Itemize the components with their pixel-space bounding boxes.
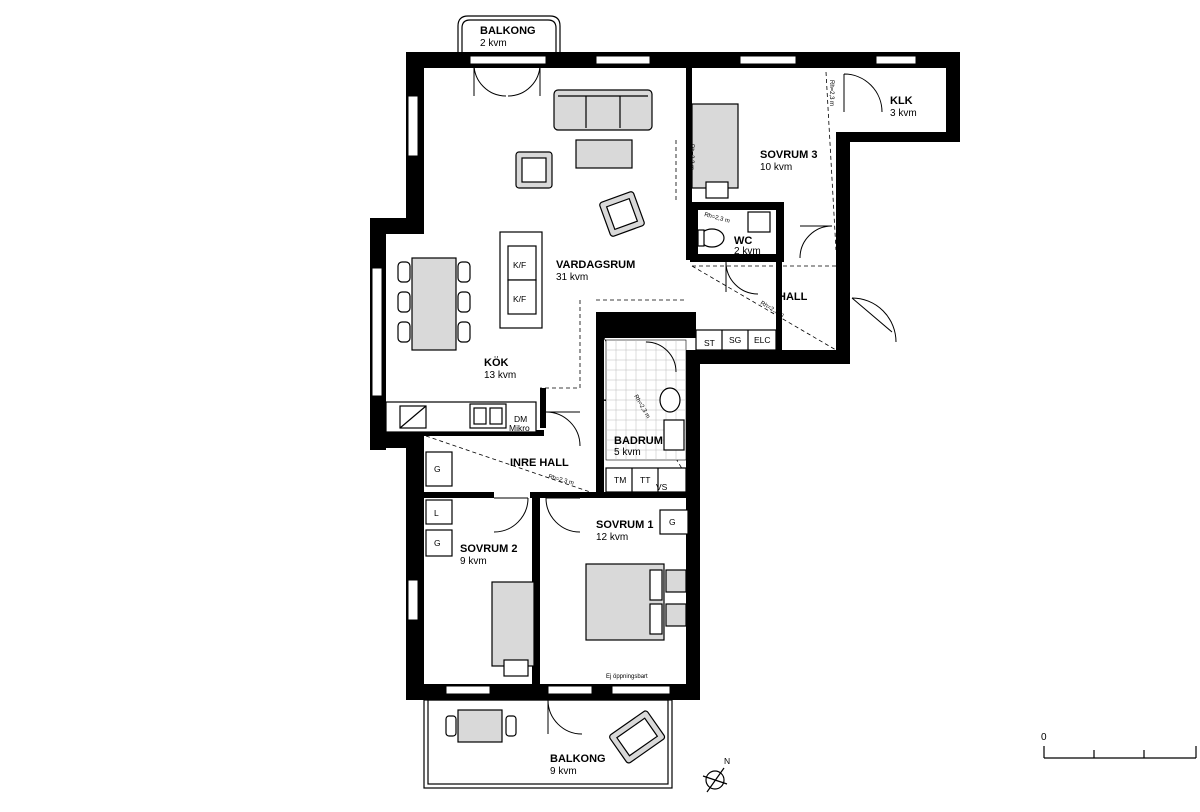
ceiling-height-note: Rh=2,3 m [688,144,694,170]
scale-zero-label: 0 [1041,732,1047,743]
room-name: SOVRUM 3 [760,149,817,161]
electrical-cabinet-label: ELC [754,335,771,345]
room-name: KLK [890,95,913,107]
room-area: 12 kvm [596,532,628,543]
linen-closet-label: L [434,508,439,518]
bathroom-fixtures [605,339,687,493]
tumble-dryer-label: TT [640,475,650,485]
room-area: 5 kvm [614,447,641,458]
washing-machine-label: TM [614,475,626,485]
balcony-furniture [445,709,666,764]
storage-label: ST [704,338,715,348]
balcony-top [457,15,561,52]
wc-fixtures [697,211,771,248]
living-room-furniture [499,89,653,329]
room-name: HALL [778,291,808,303]
room-area: 2 kvm [734,246,761,257]
room-area: 13 kvm [484,370,516,381]
fridge-freezer-label: K/F [513,260,526,270]
room-name: KÖK [484,356,509,369]
room-name: BALKONG [550,753,606,765]
room-name: BALKONG [480,25,536,37]
hall-closets [695,329,777,351]
water-heater-label: VS [656,482,668,492]
wardrobe-label: G [434,464,441,474]
room-label-sovrum3: SOVRUM 3 10 kvm [760,149,817,173]
room-label-vardagsrum: VARDAGSRUM 31 kvm [556,259,635,283]
room-label-badrum: BADRUM 5 kvm [614,435,663,458]
safety-cabinet-label: SG [729,335,741,345]
room-name: BADRUM [614,435,663,447]
room-name: INRE HALL [510,457,569,469]
room-label-kok: KÖK 13 kvm [484,356,516,381]
room-area: 3 kvm [890,108,917,119]
compass: N [702,756,730,793]
ceiling-height-note: Rh=2,3 m [828,80,834,106]
interior-walls [424,68,784,690]
room-label-balkong-top: BALKONG 2 kvm [480,25,536,49]
room-area: 2 kvm [480,38,507,49]
ceiling-height-note: Rh=2,3 m [547,474,574,487]
room-area: 31 kvm [556,272,588,283]
wardrobe-label: G [434,538,441,548]
north-label: N [724,756,730,766]
bedroom1-furniture [585,509,689,641]
room-name: VARDAGSRUM [556,259,635,271]
room-label-hall: HALL [778,291,808,303]
kitchen-furniture [385,257,537,433]
wardrobe-label: G [669,517,676,527]
microwave-label: Mikro [509,423,530,433]
scale-bar: 0 [1041,732,1197,759]
room-label-balkong-bottom: BALKONG 9 kvm [550,753,606,777]
room-area: 9 kvm [550,766,577,777]
room-name: SOVRUM 2 [460,543,517,555]
room-label-wc: WC 2 kvm [734,235,761,257]
room-label-inre-hall: INRE HALL [510,457,569,469]
room-name: SOVRUM 1 [596,519,653,531]
dishwasher-label: DM [514,414,527,424]
room-name: WC [734,235,752,247]
fixture-labels: K/F K/F DM Mikro ST SG ELC G L G G TM TT… [434,260,771,548]
bedroom3-furniture [691,103,739,199]
ceiling-height-note: Rh=2,3 m [703,212,730,225]
room-label-sovrum2: SOVRUM 2 9 kvm [460,543,517,567]
room-area: 10 kvm [760,162,792,173]
bedroom2-furniture [425,451,535,677]
not-openable-note: Ej öppningsbart [606,674,648,680]
room-label-klk: KLK 3 kvm [890,95,917,119]
windows [371,55,917,695]
room-label-sovrum1: SOVRUM 1 12 kvm [596,519,653,543]
room-area: 9 kvm [460,556,487,567]
fridge-freezer-label: K/F [513,294,526,304]
